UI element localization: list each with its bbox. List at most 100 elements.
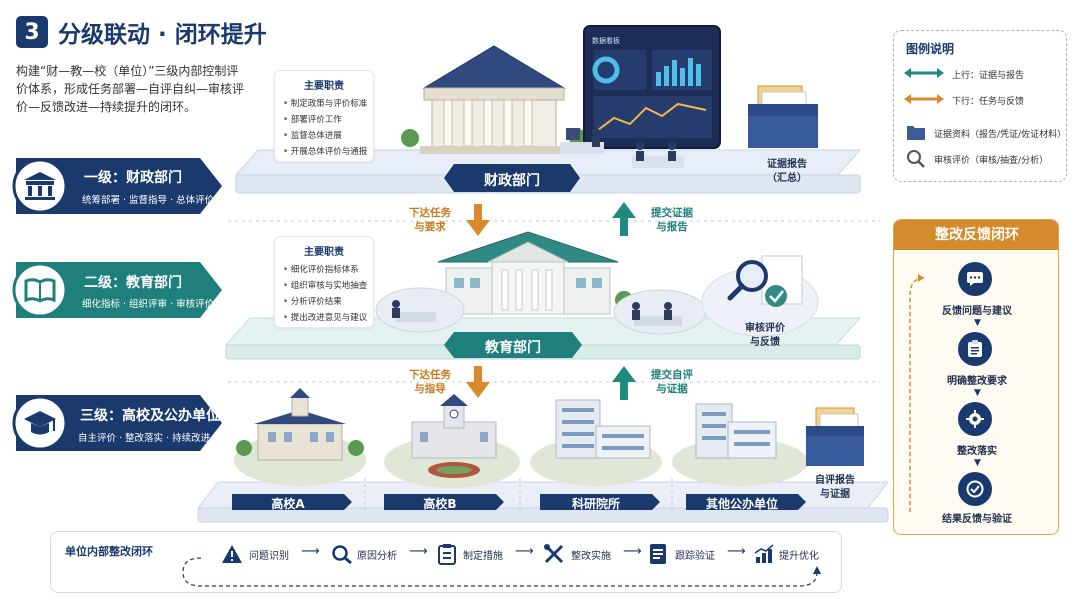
finance-building bbox=[401, 45, 587, 154]
chat-icon bbox=[958, 262, 992, 296]
up-arrow-1 bbox=[612, 202, 636, 236]
tier2-sub: 细化指标 · 组织评审 · 审核评价 bbox=[82, 299, 215, 310]
tier3-label: 三级：高校及公办单位 bbox=[80, 408, 220, 424]
public-unit-building bbox=[672, 403, 808, 486]
feedback-step-3: 整改落实 bbox=[957, 446, 997, 457]
trend-chart-icon bbox=[754, 544, 774, 563]
unit-label-research-institute: 科研院所 bbox=[571, 497, 620, 511]
university-a-building bbox=[234, 388, 366, 486]
down-arrow-legend-icon bbox=[904, 94, 944, 104]
tier1-label: 一级：财政部门 bbox=[84, 170, 182, 186]
tier1-sub: 统筹部署 · 监督指导 · 总体评价 bbox=[82, 195, 215, 206]
legend-down-label: 下行：任务与反馈 bbox=[952, 97, 1025, 107]
check-icon bbox=[958, 472, 992, 506]
level2-duty-item: 细化评价指标体系 bbox=[283, 262, 365, 278]
level2-duty-box: 主要职责 细化评价指标体系 组织审核与实地抽查 分析评价结果 提出改进意见与建议 bbox=[274, 236, 374, 328]
down-arrow-2 bbox=[466, 366, 490, 398]
tier3-badge bbox=[12, 395, 222, 451]
flow2-up-label: 提交自评与证据 bbox=[651, 369, 693, 395]
loop-step-2: 原因分析 bbox=[357, 551, 397, 562]
checklist-icon bbox=[438, 544, 456, 565]
right-arrow-icon: ⟶ bbox=[409, 544, 428, 559]
tier2-badge bbox=[12, 262, 222, 318]
level1-duty-item: 制定政策与评价标准 bbox=[283, 96, 368, 112]
self-report-label: 自评报告与证据 bbox=[815, 475, 855, 500]
search-icon bbox=[332, 545, 352, 564]
legend-review-label: 审核评价（审核/抽查/分析） bbox=[934, 156, 1049, 166]
office-desk-3 bbox=[375, 287, 465, 333]
level2-duty-item: 组织审核与实地抽查 bbox=[283, 278, 368, 294]
office-desk-2 bbox=[632, 142, 684, 168]
flow2-down-label: 下达任务与指导 bbox=[409, 369, 451, 395]
unit-label-university-b: 高校B bbox=[423, 497, 457, 511]
flow1-down-label: 下达任务与要求 bbox=[409, 207, 451, 233]
loop-step-6: 提升优化 bbox=[779, 551, 819, 562]
up-arrow-legend-icon bbox=[904, 68, 944, 78]
right-arrow-icon: ⟶ bbox=[623, 544, 642, 559]
loop-step-1: 问题识别 bbox=[249, 551, 289, 562]
loop-step-3: 制定措施 bbox=[463, 551, 503, 562]
feedback-title: 整改反馈闭环 bbox=[894, 220, 1058, 250]
warning-icon bbox=[222, 545, 242, 563]
down-arrow-1 bbox=[466, 204, 490, 236]
page-title: 分级联动 · 闭环提升 bbox=[58, 22, 267, 48]
evidence-folder-1 bbox=[748, 85, 818, 148]
office-desk-4 bbox=[613, 289, 707, 335]
folder-legend-icon bbox=[907, 126, 925, 140]
review-evaluation-label: 审核评价与反馈 bbox=[745, 323, 785, 348]
feedback-step-1: 反馈问题与建议 bbox=[942, 306, 1012, 317]
document-icon bbox=[650, 544, 666, 564]
down-arrow-icon: ▼ bbox=[974, 318, 981, 328]
loop-return-line bbox=[182, 557, 821, 587]
up-arrow-2 bbox=[612, 366, 636, 400]
legend-title: 图例说明 bbox=[906, 42, 955, 56]
magnifier-legend-icon bbox=[907, 150, 925, 168]
section-number: 3 bbox=[16, 16, 48, 48]
flow1-up-label: 提交证据与报告 bbox=[651, 207, 693, 233]
education-dept-label: 教育部门 bbox=[485, 340, 541, 356]
level1-duty-item: 监督总体进展 bbox=[283, 128, 365, 144]
evidence-folder-2 bbox=[806, 407, 864, 466]
level2-duty-title: 主要职责 bbox=[304, 247, 344, 258]
evidence-report-label: 证据报告（汇总） bbox=[767, 159, 807, 184]
intro-text: 构建“财—教—校（单位）”三级内部控制评价体系，形成任务部署—自评自纠—审核评价… bbox=[16, 64, 245, 114]
clipboard-icon bbox=[958, 332, 992, 366]
gear-icon bbox=[958, 402, 992, 436]
dashboard-screen bbox=[583, 25, 721, 149]
level2-duty-item: 提出改进意见与建议 bbox=[283, 310, 368, 326]
university-b-building bbox=[384, 394, 520, 488]
level2-duty-item: 分析评价结果 bbox=[283, 294, 365, 310]
down-arrow-icon: ▼ bbox=[974, 458, 981, 468]
right-arrow-icon: ⟶ bbox=[515, 544, 534, 559]
legend-evidence-label: 证据资料（报告/凭证/佐证材料） bbox=[934, 130, 1067, 140]
internal-loop-title: 单位内部整改闭环 bbox=[65, 545, 153, 558]
legend-up-label: 上行：证据与报告 bbox=[952, 71, 1025, 81]
feedback-step-4: 结果反馈与验证 bbox=[942, 514, 1012, 525]
research-institute-building bbox=[530, 399, 662, 486]
internal-loop-panel: 单位内部整改闭环 问题识别 ⟶ 原因分析 ⟶ 制定措施 ⟶ 整改实施 ⟶ 跟踪验… bbox=[50, 531, 842, 593]
level1-duty-item: 开展总体评价与通报 bbox=[283, 144, 368, 160]
feedback-loop-line bbox=[909, 274, 925, 512]
office-desk-1 bbox=[560, 128, 604, 154]
level1-duty-item: 部署评价工作 bbox=[283, 112, 365, 128]
finance-dept-label: 财政部门 bbox=[484, 173, 540, 189]
tools-icon bbox=[544, 544, 564, 564]
right-arrow-icon: ⟶ bbox=[727, 544, 746, 559]
tier2-label: 二级：教育部门 bbox=[84, 275, 182, 291]
dashboard-title: 数据看板 bbox=[592, 37, 620, 45]
right-arrow-icon: ⟶ bbox=[301, 544, 320, 559]
feedback-step-2: 明确整改要求 bbox=[947, 376, 1007, 387]
loop-step-5: 跟踪验证 bbox=[675, 551, 715, 562]
legend-panel: 图例说明 上行：证据与报告 下行：任务与反馈 证据资料（报告/凭证/佐证材料） … bbox=[893, 30, 1067, 182]
tier3-sub: 自主评价 · 整改落实 · 持续改进 bbox=[78, 433, 211, 444]
tier1-badge bbox=[12, 158, 222, 214]
loop-step-4: 整改实施 bbox=[571, 551, 611, 562]
review-magnifier-icon bbox=[701, 255, 819, 337]
down-arrow-icon: ▼ bbox=[974, 388, 981, 398]
unit-label-public-unit: 其他公办单位 bbox=[705, 497, 778, 511]
level1-duty-box: 主要职责 制定政策与评价标准 部署评价工作 监督总体进展 开展总体评价与通报 bbox=[274, 70, 374, 162]
unit-label-university-a: 高校A bbox=[271, 497, 305, 511]
level1-duty-title: 主要职责 bbox=[304, 81, 344, 92]
feedback-panel: 整改反馈闭环 反馈问题与建议 ▼ 明确整改要求 ▼ 整改落实 ▼ 结果反馈与验证 bbox=[893, 219, 1059, 535]
